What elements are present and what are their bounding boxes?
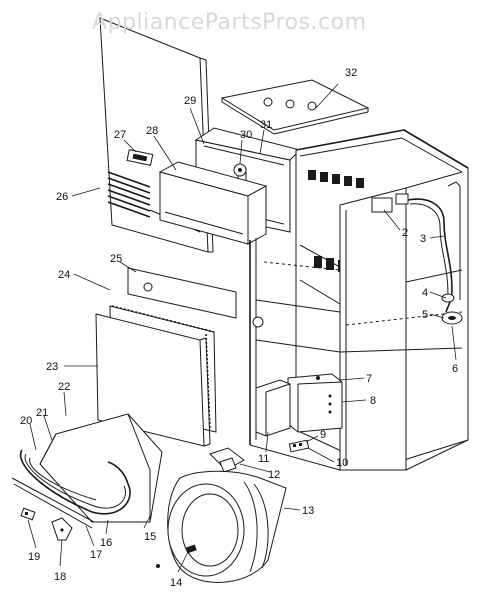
clip-19 bbox=[20, 507, 36, 521]
screw bbox=[156, 564, 160, 568]
callout-22: 22 bbox=[58, 381, 70, 393]
callout-10: 10 bbox=[336, 457, 348, 469]
callout-11: 11 bbox=[258, 453, 269, 465]
callout-18: 18 bbox=[54, 571, 66, 583]
callout-13: 13 bbox=[302, 505, 314, 517]
callout-25: 25 bbox=[110, 253, 122, 265]
mounting-strap bbox=[11, 477, 95, 529]
clip-18 bbox=[51, 517, 73, 541]
bottom-rail bbox=[127, 267, 237, 319]
blower-duct bbox=[19, 413, 163, 523]
callout-30: 30 bbox=[240, 129, 252, 141]
control-module bbox=[287, 373, 343, 433]
callout-15: 15 bbox=[144, 531, 156, 543]
callout-29: 29 bbox=[184, 95, 196, 107]
control-box bbox=[158, 161, 268, 245]
callout-19: 19 bbox=[28, 551, 40, 563]
callout-24: 24 bbox=[58, 269, 70, 281]
callout-20: 20 bbox=[20, 415, 32, 427]
watermark-text: AppliancePartsPros.com bbox=[92, 10, 367, 35]
exchanger-ports bbox=[308, 170, 364, 188]
transformer bbox=[255, 379, 291, 437]
blower-housing bbox=[156, 470, 287, 583]
pressure-switch-assembly bbox=[371, 181, 463, 325]
blower-bracket bbox=[209, 447, 245, 473]
callout-6: 6 bbox=[452, 363, 458, 375]
callout-17: 17 bbox=[90, 549, 102, 561]
hose-fitting bbox=[441, 293, 455, 303]
callout-8: 8 bbox=[370, 395, 376, 407]
leader-lines bbox=[27, 83, 457, 573]
callout-3: 3 bbox=[420, 233, 426, 245]
relay-switch bbox=[288, 439, 310, 453]
callout-32: 32 bbox=[345, 67, 357, 79]
callout-12: 12 bbox=[268, 469, 280, 481]
blower-door bbox=[95, 313, 211, 447]
callout-4: 4 bbox=[422, 287, 428, 299]
top-cover bbox=[220, 79, 370, 135]
callout-26: 26 bbox=[56, 191, 68, 203]
pressure-switch bbox=[371, 197, 393, 213]
callout-2: 2 bbox=[402, 227, 408, 239]
callout-31: 31 bbox=[260, 119, 272, 131]
callout-16: 16 bbox=[100, 537, 112, 549]
callout-23: 23 bbox=[46, 361, 58, 373]
callout-9: 9 bbox=[320, 429, 326, 441]
callout-28: 28 bbox=[146, 125, 158, 137]
callout-5: 5 bbox=[422, 309, 428, 321]
callout-labels: 32 29 31 30 28 27 26 2 3 25 24 4 5 6 23 … bbox=[20, 67, 458, 589]
callout-27: 27 bbox=[114, 129, 126, 141]
callout-14: 14 bbox=[170, 577, 182, 589]
callout-7: 7 bbox=[366, 373, 372, 385]
callout-21: 21 bbox=[36, 407, 48, 419]
blower-mount bbox=[185, 544, 197, 554]
